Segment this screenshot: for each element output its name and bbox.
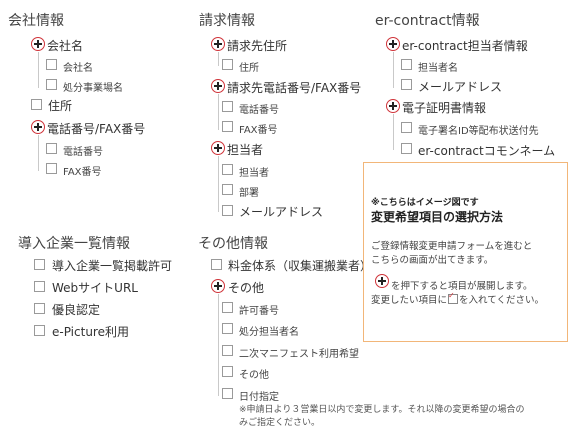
item-permit-number: 許可番号 [239, 306, 279, 317]
checkbox-disposal-person[interactable] [222, 323, 233, 334]
item-fee-structure: 料金体系（収集運搬業者） [228, 259, 373, 273]
section-heading-other: その他情報 [198, 236, 268, 252]
expand-plus-icon[interactable] [386, 37, 400, 51]
expand-plus-icon[interactable] [31, 37, 45, 51]
tree-line [393, 52, 394, 88]
item-website-url: WebサイトURL [52, 281, 138, 295]
panel-text-line1: ご登録情報変更申請フォームを進むと [371, 241, 533, 252]
checkbox-fee-structure[interactable] [211, 259, 222, 270]
checkbox-contact-person[interactable] [222, 164, 233, 175]
tree-line [218, 94, 219, 130]
checkbox-common-name[interactable] [401, 143, 412, 154]
expand-plus-icon[interactable] [211, 279, 225, 293]
tree-line [218, 52, 219, 66]
checkbox-permit-number[interactable] [222, 302, 233, 313]
item-billing-address: 請求先住所 [227, 39, 288, 53]
expand-plus-icon[interactable] [31, 120, 45, 134]
panel-title: 変更希望項目の選択方法 [371, 210, 504, 224]
expand-plus-icon[interactable] [211, 141, 225, 155]
checkbox-phone[interactable] [46, 143, 57, 154]
tree-line [38, 52, 39, 88]
item-digital-cert: 電子証明書情報 [402, 101, 487, 115]
checkbox-checked-icon [448, 291, 459, 304]
item-other-sub: その他 [239, 370, 269, 381]
checkbox-email[interactable] [222, 205, 233, 216]
section-heading-er-contract: er-contract情報 [375, 13, 480, 29]
section-heading-adopter-list: 導入企業一覧情報 [18, 236, 130, 252]
checkbox-other-sub[interactable] [222, 366, 233, 377]
item-billing-phone-fax: 請求先電話番号/FAX番号 [227, 81, 362, 95]
checkbox-billing-address[interactable] [222, 59, 233, 70]
item-secondary-manifest: 二次マニフェスト利用希望 [239, 349, 359, 360]
item-listing-permission: 導入企業一覧掲載許可 [52, 259, 173, 273]
item-fax: FAX番号 [239, 125, 278, 136]
checkbox-person-name[interactable] [401, 59, 412, 70]
panel-text-line4: 変更したい項目にを入れてください。 [371, 291, 544, 306]
checkbox-website-url[interactable] [34, 281, 45, 292]
tree-line [218, 294, 219, 396]
item-disposal-site: 処分事業場名 [63, 83, 123, 94]
item-disposal-person: 処分担当者名 [239, 327, 299, 338]
checkbox-er-email[interactable] [401, 79, 412, 90]
item-email: メールアドレス [239, 205, 324, 219]
plus-icon [375, 274, 389, 288]
checkbox-excellence-cert[interactable] [34, 303, 45, 314]
checkbox-signature-id[interactable] [401, 122, 412, 133]
expand-plus-icon[interactable] [211, 37, 225, 51]
item-phone-fax: 電話番号/FAX番号 [47, 122, 146, 136]
panel-text-line3: を押下すると項目が展開します。 [391, 281, 533, 292]
item-phone: 電話番号 [63, 147, 103, 158]
checkbox-billing-fax[interactable] [222, 121, 233, 132]
item-person-name: 担当者名 [418, 63, 458, 74]
item-other: その他 [228, 281, 265, 295]
item-company-name: 会社名 [47, 39, 84, 53]
panel-image-note: ※こちらはイメージ図です [371, 198, 479, 208]
item-contact-person: 担当者 [227, 143, 264, 157]
checkbox-listing-permission[interactable] [34, 259, 45, 270]
item-date-specify: 日付指定 [239, 392, 279, 403]
date-note-line1: ※申請日より３営業日以内で変更します。それ以降の変更希望の場合の [239, 405, 525, 415]
item-contact-person-sub: 担当者 [239, 168, 269, 179]
section-heading-billing: 請求情報 [199, 13, 255, 29]
explanation-panel: ※こちらはイメージ図です 変更希望項目の選択方法 ご登録情報変更申請フォームを進… [363, 162, 568, 342]
checkbox-department[interactable] [222, 184, 233, 195]
checkbox-address[interactable] [31, 99, 42, 110]
date-note-line2: みご指定ください。 [239, 418, 321, 428]
checkbox-e-picture[interactable] [34, 325, 45, 336]
item-address: 住所 [48, 99, 73, 113]
item-department: 部署 [239, 188, 259, 199]
expand-plus-icon[interactable] [211, 79, 225, 93]
checkbox-fax[interactable] [46, 163, 57, 174]
checkbox-disposal-site[interactable] [46, 79, 57, 90]
item-address-sub: 住所 [239, 63, 259, 74]
tree-line [218, 156, 219, 212]
checkbox-date-specify[interactable] [222, 388, 233, 399]
item-e-picture: e-Picture利用 [52, 325, 129, 339]
checkbox-secondary-manifest[interactable] [222, 345, 233, 356]
item-excellence-cert: 優良認定 [52, 303, 101, 317]
item-er-contract-person: er-contract担当者情報 [402, 39, 528, 53]
panel-text-line4a: 変更したい項目に [371, 295, 448, 306]
item-company-name-sub: 会社名 [63, 63, 93, 74]
section-heading-company: 会社情報 [8, 13, 64, 29]
item-fax: FAX番号 [63, 167, 102, 178]
tree-line [393, 114, 394, 150]
panel-text-line4b: を入れてください。 [459, 295, 544, 306]
item-signature-id: 電子署名ID等配布状送付先 [418, 126, 539, 137]
item-common-name: er-contractコモンネーム [418, 144, 556, 158]
panel-text-line2: こちらの画面が出てきます。 [371, 255, 494, 266]
item-phone: 電話番号 [239, 105, 279, 116]
tree-line [38, 135, 39, 171]
expand-plus-icon[interactable] [386, 99, 400, 113]
checkbox-billing-phone[interactable] [222, 101, 233, 112]
item-er-email: メールアドレス [418, 80, 503, 94]
checkbox-company-name[interactable] [46, 59, 57, 70]
